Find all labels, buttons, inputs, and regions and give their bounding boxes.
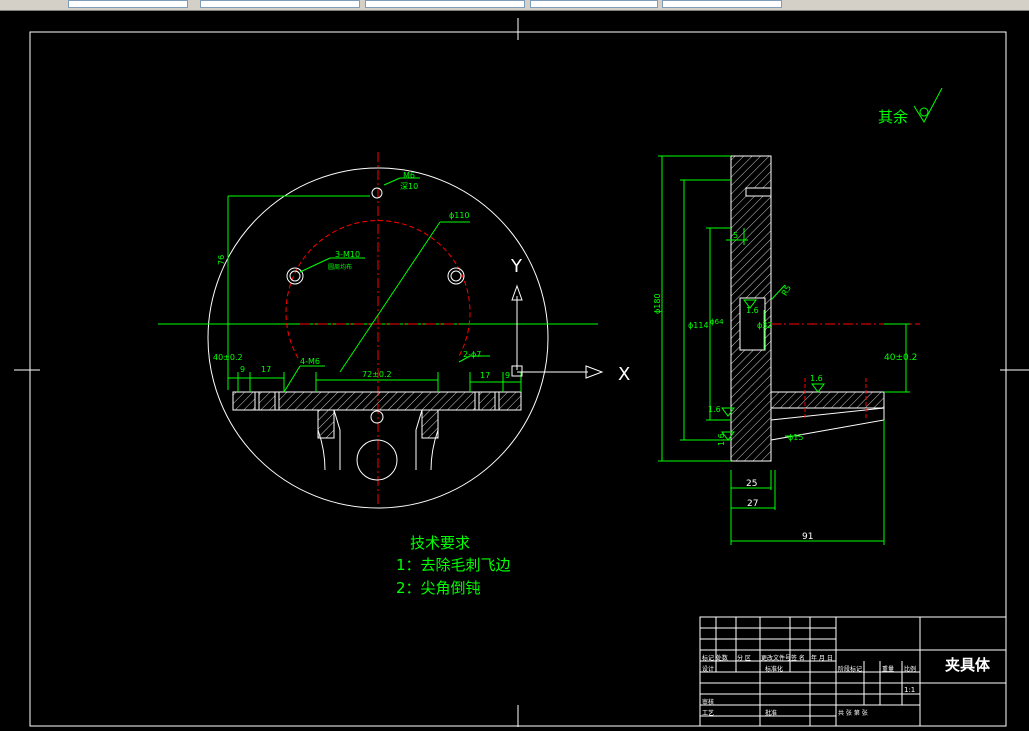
ucs-icon [511, 284, 604, 379]
side-section-view [730, 155, 920, 462]
dim-114: ϕ114 [688, 321, 709, 330]
axis-y-label: Y [510, 256, 523, 277]
dim-17b: 17 [480, 371, 490, 380]
dim-depth: 深10 [400, 182, 418, 191]
central-bore [356, 439, 398, 481]
tech-req-line2: 2：尖角倒钝 [396, 579, 481, 597]
bolt-circle [285, 220, 471, 359]
dim-40-right: 40±0.2 [884, 353, 917, 363]
tb-row-labels-1: 标记 处数 [702, 654, 728, 662]
dim-16b: 1.6 [810, 374, 823, 383]
dim-9b: 9 [505, 371, 510, 380]
application-toolbar [0, 0, 1029, 11]
dim-5: 5 [733, 231, 738, 240]
dim-16a: 1.6 [746, 306, 759, 315]
dim-17a: 17 [261, 365, 271, 374]
side-view-dimensions [658, 155, 910, 545]
sheet-border [29, 31, 1007, 727]
dim-2phi7: 2-ϕ7 [463, 350, 481, 359]
dim-40: 40±0.2 [213, 353, 243, 362]
cad-drawing: M6 深10 ϕ110 3-M10 圆周均布 76 40±0.2 9 17 4-… [14, 18, 1029, 727]
dim-91: 91 [802, 532, 813, 542]
dim-m6: M6 [403, 171, 415, 180]
tb-weight: 重量 [882, 665, 894, 673]
tb-row-labels-2: 分 区 [737, 654, 751, 662]
base-plate-section [232, 391, 522, 411]
tb-part-name: 夹具体 [945, 656, 991, 674]
toolbar-tab[interactable] [68, 0, 188, 8]
dim-phi110: ϕ110 [449, 211, 470, 220]
dim-25: 25 [746, 479, 757, 489]
tb-design: 设计 [702, 665, 714, 673]
dim-16d: 1.6 [717, 433, 726, 446]
roughness-symbol-icon [913, 87, 943, 124]
m6-hole [371, 187, 383, 199]
dim-180: ϕ180 [653, 293, 662, 314]
tb-sheets: 共 张 第 张 [838, 709, 868, 717]
toolbar-tab[interactable] [662, 0, 782, 8]
dim-r5: R5 [780, 284, 793, 298]
dim-72: 72±0.2 [362, 370, 392, 379]
toolbar-tab[interactable] [530, 0, 658, 8]
tech-req-title: 技术要求 [410, 534, 470, 552]
tb-approve: 批准 [765, 709, 777, 717]
m10-hole-left [289, 270, 301, 282]
base-arm-section [770, 391, 885, 409]
outer-circle [207, 167, 549, 509]
dim-16c: 1.6 [708, 405, 721, 414]
m10-hole-right [450, 270, 462, 282]
cad-drawing-canvas[interactable]: M6 深10 ϕ110 3-M10 圆周均布 76 40±0.2 9 17 4-… [0, 10, 1029, 727]
dim-4m6: 4-M6 [300, 357, 320, 366]
title-block [699, 616, 1007, 727]
tb-ratio: 比例 [904, 665, 916, 673]
tb-check: 审核 [702, 698, 714, 706]
dim-32: ϕ32 [757, 321, 772, 330]
front-view: M6 深10 ϕ110 3-M10 圆周均布 76 40±0.2 9 17 4-… [158, 152, 598, 509]
tech-req-line1: 1：去除毛刺飞边 [396, 556, 511, 574]
dim-76: 76 [217, 255, 226, 265]
tb-scale: 1:1 [904, 686, 915, 694]
tb-stage: 阶段标记 [838, 665, 862, 673]
dim-3m10-note: 圆周均布 [328, 263, 352, 271]
dim-9: 9 [240, 365, 245, 374]
tb-row-labels-4: 签 名 [791, 654, 805, 662]
roughness-note: 其余 [878, 108, 908, 126]
tb-standard: 标准化 [765, 665, 783, 673]
dim-15: ϕ15 [788, 433, 803, 442]
axis-x-label: X [618, 364, 630, 385]
dim-3m10: 3-M10 [335, 250, 360, 259]
dim-phi64: ϕ64 [710, 318, 724, 326]
tb-row-labels-5: 年 月 日 [811, 654, 833, 662]
tb-process: 工艺 [702, 709, 714, 717]
toolbar-tab[interactable] [365, 0, 525, 8]
dim-27: 27 [747, 499, 758, 509]
toolbar-tab[interactable] [200, 0, 360, 8]
tb-row-labels-3: 更改文件号 [761, 654, 791, 662]
